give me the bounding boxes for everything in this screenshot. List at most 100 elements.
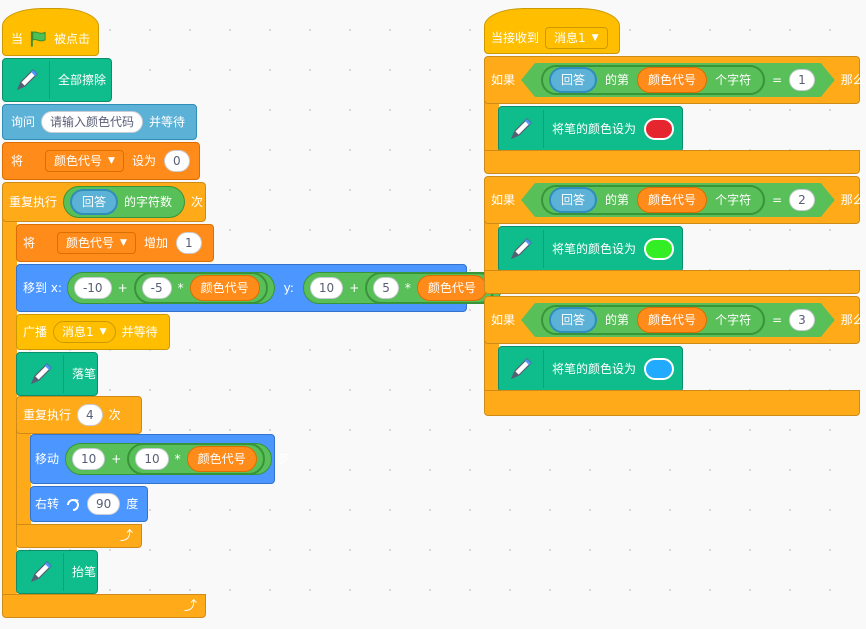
- move-add-operator[interactable]: 10 + 10 * 颜色代号: [65, 443, 272, 475]
- times-label: 次: [191, 195, 204, 209]
- when-receive-block[interactable]: 当接收到 消息1▼: [484, 8, 620, 54]
- receive-message-name: 消息1: [554, 31, 586, 45]
- pen-separator: [63, 355, 64, 393]
- repeat2-count-input[interactable]: 4: [77, 404, 103, 426]
- answer-reporter[interactable]: 回答: [549, 187, 597, 213]
- goto-y1-input[interactable]: 10: [309, 277, 344, 299]
- goto-x-label: 移到 x:: [23, 281, 62, 295]
- set-pen-color-label: 将笔的颜色设为: [552, 122, 637, 136]
- answer-reporter[interactable]: 回答: [549, 307, 597, 333]
- if-block-header[interactable]: 如果 回答 的第 颜色代号 个字符 = 2 那么: [484, 176, 865, 224]
- repeat-times-block-header[interactable]: 重复执行 4 次: [16, 396, 142, 434]
- letter-of-reporter[interactable]: 回答 的第 颜色代号 个字符: [541, 185, 765, 215]
- letter-of-reporter[interactable]: 回答 的第 颜色代号 个字符: [541, 65, 765, 95]
- pen-color-swatch[interactable]: [644, 358, 675, 380]
- set-variable-block[interactable]: 将 颜色代号▼ 设为 0: [2, 142, 200, 180]
- if-block-header[interactable]: 如果 回答 的第 颜色代号 个字符 = 3 那么: [484, 296, 865, 344]
- set-pen-color-label: 将笔的颜色设为: [552, 362, 637, 376]
- set-pen-color-block[interactable]: 将笔的颜色设为: [498, 226, 683, 272]
- set-label: 将: [11, 154, 24, 168]
- equals-operator[interactable]: 回答 的第 颜色代号 个字符 = 3: [521, 303, 835, 337]
- turn-degrees-input[interactable]: 90: [87, 493, 121, 515]
- receive-message-dropdown[interactable]: 消息1▼: [545, 27, 608, 49]
- pen-icon: [23, 356, 59, 392]
- goto-y-variable-reporter[interactable]: 颜色代号: [416, 275, 487, 301]
- compare-value-input[interactable]: 2: [789, 189, 815, 211]
- repeat-arm-outer: [2, 216, 17, 602]
- move-v2-input[interactable]: 10: [135, 448, 169, 470]
- letter-of-reporter[interactable]: 回答 的第 颜色代号 个字符: [541, 305, 765, 335]
- length-of-reporter[interactable]: 回答 的字符数: [63, 186, 186, 218]
- turn-right-block[interactable]: 右转 90 度: [30, 486, 148, 522]
- set-pen-color-label: 将笔的颜色设为: [552, 242, 637, 256]
- if-arm: [484, 220, 499, 274]
- pen-separator: [543, 110, 544, 148]
- then-label: 那么: [840, 73, 865, 87]
- goto-x-add-operator[interactable]: -10 + -5 * 颜色代号: [66, 272, 275, 304]
- goto-x-variable-reporter[interactable]: 颜色代号: [189, 275, 260, 301]
- change-value-input[interactable]: 1: [175, 232, 202, 254]
- change-variable-name: 颜色代号: [66, 236, 115, 250]
- answer-reporter[interactable]: 回答: [549, 67, 597, 93]
- hat-when-label: 当: [11, 32, 24, 46]
- change-label: 将: [23, 236, 36, 250]
- the-label: 的第: [605, 73, 630, 87]
- change-variable-block[interactable]: 将 颜色代号▼ 增加 1: [16, 224, 214, 262]
- move-variable-reporter[interactable]: 颜色代号: [186, 446, 257, 472]
- color-code-variable-reporter[interactable]: 颜色代号: [637, 67, 707, 93]
- goto-y-label: y:: [283, 281, 294, 295]
- pen-up-block[interactable]: 抬笔: [16, 550, 98, 594]
- goto-x2-input[interactable]: -5: [141, 277, 172, 299]
- goto-xy-block[interactable]: 移到 x: -10 + -5 * 颜色代号 y: 10 + 5 * 颜色代号: [16, 264, 502, 312]
- if-label: 如果: [491, 313, 516, 327]
- goto-y-mul-operator[interactable]: 5 * 颜色代号: [365, 272, 495, 304]
- move-v1-input[interactable]: 10: [72, 448, 106, 470]
- color-code-variable-reporter[interactable]: 颜色代号: [637, 187, 707, 213]
- if-arm: [484, 100, 499, 154]
- repeat-block-footer: ⤴: [2, 594, 206, 618]
- equals-sign: =: [772, 193, 783, 207]
- move-steps-block[interactable]: 移动 10 + 10 * 颜色代号 步: [30, 434, 290, 484]
- goto-x1-input[interactable]: -10: [73, 277, 112, 299]
- char-label: 个字符: [715, 193, 752, 207]
- goto-x-mul-operator[interactable]: -5 * 颜色代号: [133, 272, 268, 304]
- broadcast-message-dropdown[interactable]: 消息1▼: [53, 321, 116, 343]
- char-label: 个字符: [715, 313, 752, 327]
- color-code-variable-reporter[interactable]: 颜色代号: [637, 307, 707, 333]
- compare-value-input[interactable]: 3: [789, 309, 815, 331]
- ask-wait-label: 并等待: [149, 115, 186, 129]
- pen-clear-block[interactable]: 全部擦除: [2, 58, 112, 102]
- mul-sign: *: [404, 281, 411, 295]
- when-flag-clicked-block[interactable]: 当 被点击: [2, 8, 99, 56]
- pen-separator: [543, 350, 544, 388]
- if-block-header[interactable]: 如果 回答 的第 颜色代号 个字符 = 1 那么: [484, 56, 865, 104]
- change-variable-dropdown[interactable]: 颜色代号▼: [57, 232, 136, 254]
- move-mul-operator[interactable]: 10 * 颜色代号: [127, 443, 265, 475]
- equals-operator[interactable]: 回答 的第 颜色代号 个字符 = 1: [521, 63, 835, 97]
- broadcast-and-wait-block[interactable]: 广播 消息1▼ 并等待: [16, 314, 170, 350]
- compare-value-input[interactable]: 1: [789, 69, 815, 91]
- length-of-label: 的字符数: [124, 195, 173, 209]
- goto-y2-input[interactable]: 5: [373, 277, 399, 299]
- equals-operator[interactable]: 回答 的第 颜色代号 个字符 = 2: [521, 183, 835, 217]
- set-variable-dropdown[interactable]: 颜色代号▼: [45, 150, 124, 172]
- set-value-input[interactable]: 0: [163, 150, 190, 172]
- loop-arrow-icon: ⤴: [183, 598, 197, 614]
- set-pen-color-block[interactable]: 将笔的颜色设为: [498, 346, 683, 392]
- mul-sign: *: [174, 452, 181, 466]
- goto-y-add-operator[interactable]: 10 + 5 * 颜色代号: [302, 272, 502, 304]
- repeat-block-header[interactable]: 重复执行 回答 的字符数 次: [2, 182, 206, 222]
- loop-arrow-icon: ⤴: [119, 528, 133, 544]
- set-pen-color-block[interactable]: 将笔的颜色设为: [498, 106, 683, 152]
- pen-down-block[interactable]: 落笔: [16, 352, 98, 396]
- if-arm: [484, 340, 499, 394]
- broadcast-label: 广播: [23, 325, 48, 339]
- pen-color-swatch[interactable]: [644, 238, 675, 260]
- turn-label: 右转: [35, 497, 60, 511]
- repeat-times-block-footer: ⤴: [16, 524, 142, 548]
- chevron-down-icon: ▼: [99, 326, 107, 337]
- pen-color-swatch[interactable]: [644, 118, 675, 140]
- ask-and-wait-block[interactable]: 询问 请输入颜色代码 并等待: [2, 104, 197, 140]
- ask-question-input[interactable]: 请输入颜色代码: [41, 111, 144, 133]
- answer-reporter[interactable]: 回答: [70, 189, 119, 215]
